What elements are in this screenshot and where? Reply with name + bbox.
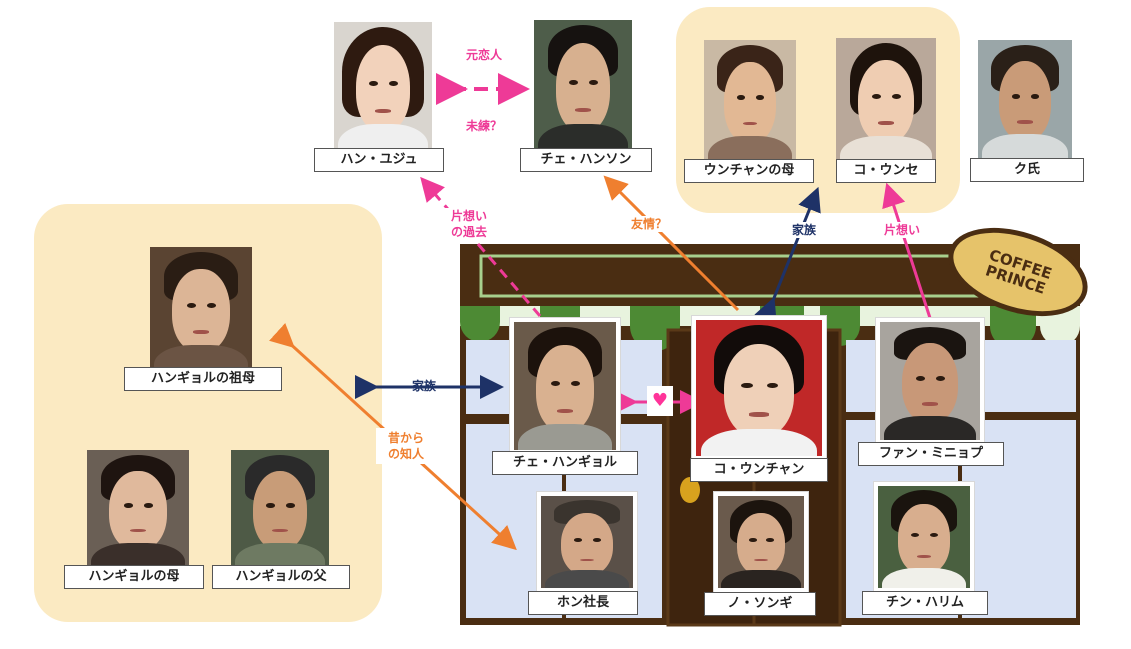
- hangyeol-mother-name: ハンギョルの母: [64, 565, 204, 589]
- hong-portrait: [537, 492, 637, 592]
- lingering-label: 未練？: [465, 119, 502, 133]
- family-left-label: 家族: [411, 379, 436, 393]
- eunchan-name: コ・ウンチャン: [690, 458, 828, 482]
- yuju-name: ハン・ユジュ: [314, 148, 444, 172]
- eunchan-portrait: [692, 316, 826, 460]
- ku-name: ク氏: [970, 158, 1084, 182]
- hangyeol-portrait: [510, 318, 620, 454]
- old-acquaintance-label: 昔からの知人: [376, 428, 436, 464]
- minyeop-name: ファン・ミニョプ: [858, 442, 1004, 466]
- hangyeol-name: チェ・ハンギョル: [492, 451, 638, 475]
- eunchan-mother-name: ウンチャンの母: [684, 159, 814, 183]
- grandmother-portrait: [150, 247, 252, 369]
- eunchan-mother-portrait: [704, 40, 796, 160]
- past-unrequited-arrow: [420, 176, 542, 317]
- minyeop-portrait: [876, 318, 984, 444]
- love-heart-icon: ♥: [647, 386, 673, 416]
- sungi-portrait: [714, 492, 808, 592]
- harim-name: チン・ハリム: [862, 591, 988, 615]
- hangyeol-father-portrait: [231, 450, 329, 566]
- past-unrequited-label: 片想いの過去: [440, 208, 498, 240]
- hanson-portrait: [534, 20, 632, 150]
- unrequited-arrow: [882, 182, 932, 319]
- family-top-arrow: [754, 186, 821, 324]
- door-knob: [680, 477, 700, 503]
- family-top-label: 家族: [784, 222, 824, 238]
- sungi-name: ノ・ソンギ: [704, 592, 816, 616]
- hangyeol-mother-portrait: [87, 450, 189, 566]
- unrequited-label: 片想い: [878, 222, 926, 238]
- friendship-arrow: [603, 175, 740, 312]
- hong-name: ホン社長: [528, 591, 638, 615]
- ex-lovers-label: 元恋人: [465, 48, 502, 62]
- hanson-name: チェ・ハンソン: [520, 148, 652, 172]
- hangyeol-father-name: ハンギョルの父: [212, 565, 350, 589]
- ku-portrait: [978, 40, 1072, 158]
- harim-portrait: [874, 482, 974, 592]
- yuju-portrait: [334, 22, 432, 150]
- grandmother-name: ハンギョルの祖母: [124, 367, 282, 391]
- eunse-name: コ・ウンセ: [836, 159, 936, 183]
- eunse-portrait: [836, 38, 936, 160]
- friendship-label: 友情？: [622, 216, 676, 232]
